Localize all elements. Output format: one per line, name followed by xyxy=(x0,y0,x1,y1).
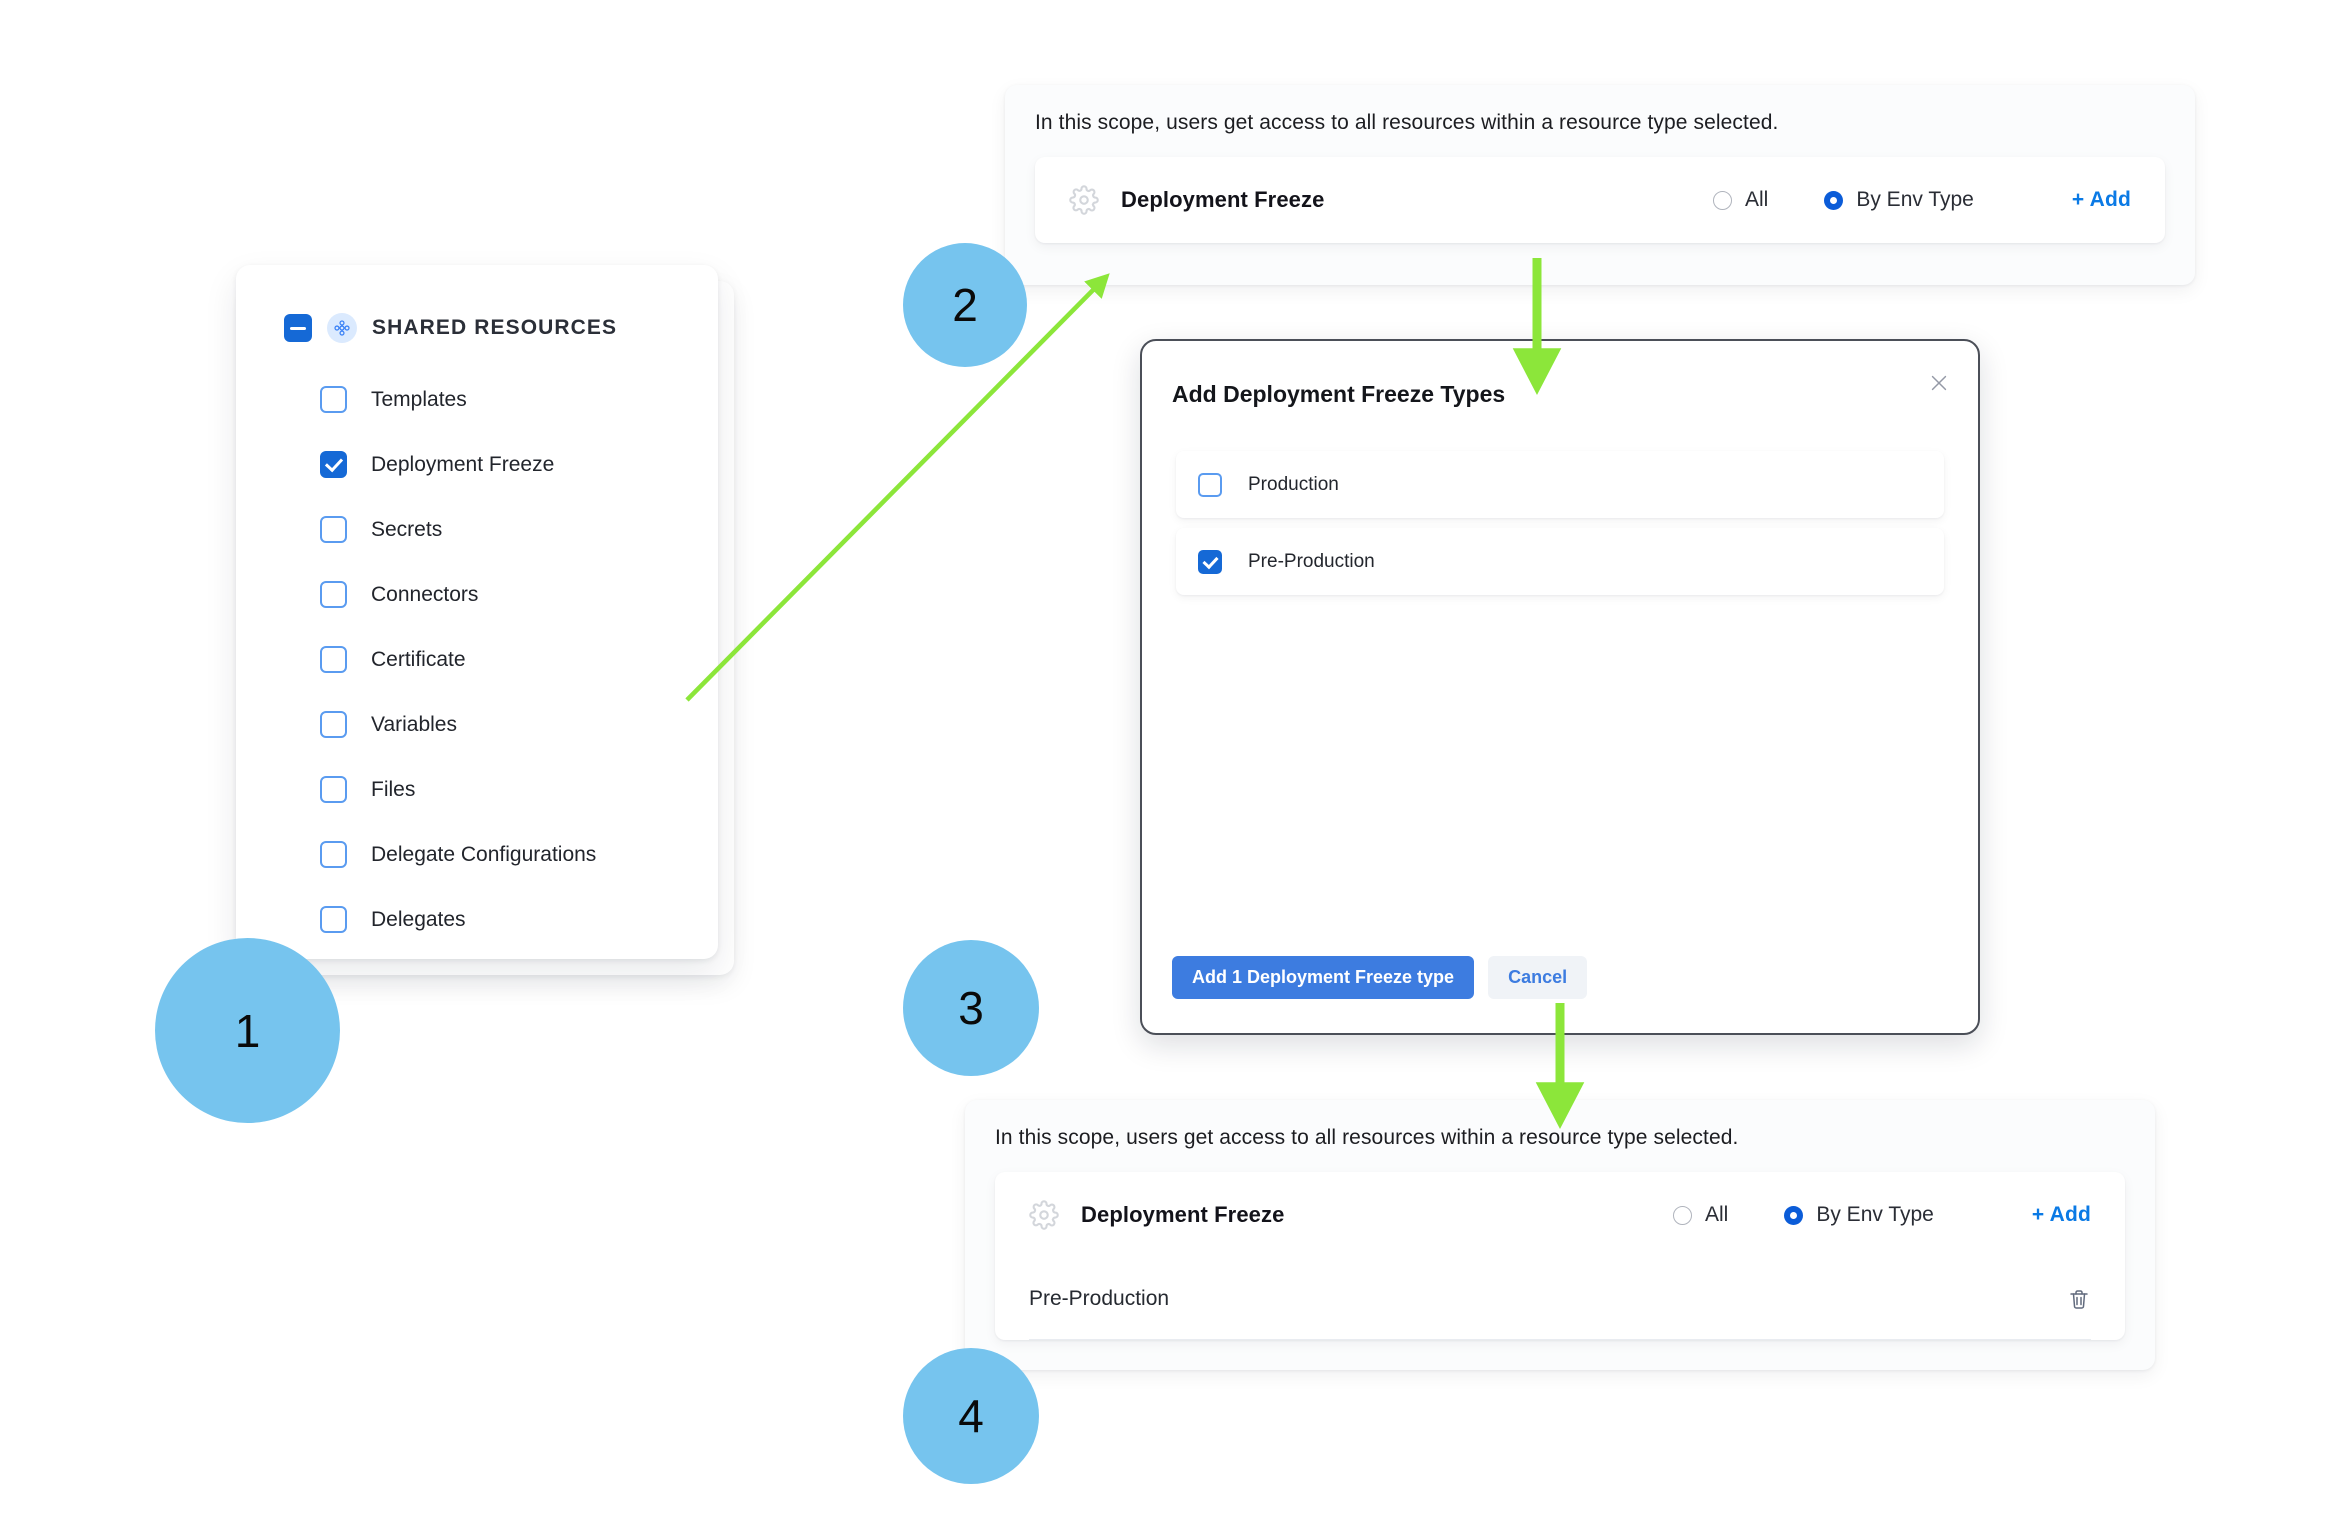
list-item-label: Templates xyxy=(371,387,467,411)
modal-title: Add Deployment Freeze Types xyxy=(1172,381,1506,407)
checkbox-certificate[interactable] xyxy=(320,646,347,673)
checkbox-variables[interactable] xyxy=(320,711,347,738)
list-item-label: Delegates xyxy=(371,907,466,931)
arrow-step1-to-step2 xyxy=(685,273,1110,702)
add-deployment-freeze-types-modal: Add Deployment Freeze Types Production P… xyxy=(1140,339,1980,1035)
list-item-label: Connectors xyxy=(371,582,479,606)
list-item-label: Secrets xyxy=(371,517,443,541)
shared-resources-header[interactable]: SHARED RESOURCES xyxy=(236,265,718,343)
resource-type-row: Deployment Freeze All By Env Type + Add xyxy=(1069,157,2131,243)
shared-resources-node-icon xyxy=(327,313,357,343)
step-badge-1: 1 xyxy=(155,938,340,1123)
list-item[interactable]: Connectors xyxy=(236,562,718,627)
checkbox-templates[interactable] xyxy=(320,386,347,413)
scope-note: In this scope, users get access to all r… xyxy=(995,1126,1739,1149)
trash-icon[interactable] xyxy=(2067,1287,2091,1311)
checkbox-delegate-configurations[interactable] xyxy=(320,841,347,868)
list-item-label: Variables xyxy=(371,712,457,736)
close-icon[interactable] xyxy=(1922,366,1956,400)
cancel-button[interactable]: Cancel xyxy=(1488,956,1588,999)
resource-type-title: Deployment Freeze xyxy=(1081,1202,1285,1227)
list-item[interactable]: Secrets xyxy=(236,497,718,562)
scope-panel-before: In this scope, users get access to all r… xyxy=(1005,85,2195,285)
shared-resources-checkbox[interactable] xyxy=(284,314,312,342)
freeze-type-options: Production Pre-Production xyxy=(1176,451,1944,595)
resource-type-title: Deployment Freeze xyxy=(1121,187,1325,212)
checkbox-pre-production[interactable] xyxy=(1198,549,1222,574)
checkbox-files[interactable] xyxy=(320,776,347,803)
resource-type-card: Deployment Freeze All By Env Type + Add … xyxy=(995,1172,2125,1340)
radio-all-label: All xyxy=(1705,1203,1729,1226)
list-item[interactable]: Pre-Production xyxy=(1176,528,1944,595)
list-item-label: Production xyxy=(1248,473,1339,495)
list-item[interactable]: Deployment Freeze xyxy=(236,432,718,497)
radio-option-by-env-type[interactable]: By Env Type xyxy=(1784,1203,1934,1227)
list-item-label: Pre-Production xyxy=(1248,550,1375,572)
gear-icon xyxy=(1029,1200,1075,1230)
shared-resources-list: Templates Deployment Freeze Secrets Conn… xyxy=(236,343,718,952)
shared-resources-label: SHARED RESOURCES xyxy=(372,316,618,339)
resource-type-card: Deployment Freeze All By Env Type + Add xyxy=(1035,157,2165,243)
checkbox-delegates[interactable] xyxy=(320,906,347,933)
scope-note: In this scope, users get access to all r… xyxy=(1035,111,1779,134)
checkbox-secrets[interactable] xyxy=(320,516,347,543)
list-item[interactable]: Delegate Configurations xyxy=(236,822,718,887)
radio-option-all[interactable]: All xyxy=(1713,188,1768,212)
env-type-label: Pre-Production xyxy=(1029,1286,1170,1310)
checkbox-production[interactable] xyxy=(1198,472,1222,497)
list-item[interactable]: Templates xyxy=(236,367,718,432)
table-row: Pre-Production xyxy=(1029,1258,2091,1340)
checkbox-connectors[interactable] xyxy=(320,581,347,608)
scope-panel-after: In this scope, users get access to all r… xyxy=(965,1100,2155,1370)
radio-option-all[interactable]: All xyxy=(1673,1203,1728,1227)
list-item[interactable]: Delegates xyxy=(236,887,718,952)
list-item-label: Files xyxy=(371,777,416,801)
radio-env-dot xyxy=(1824,190,1844,210)
step-badge-2: 2 xyxy=(903,243,1027,367)
list-item[interactable]: Certificate xyxy=(236,627,718,692)
list-item-label: Delegate Configurations xyxy=(371,842,597,866)
resource-tree-card: SHARED RESOURCES Templates Deployment Fr… xyxy=(236,265,718,959)
radio-env-label: By Env Type xyxy=(1816,1203,1934,1226)
radio-env-label: By Env Type xyxy=(1856,188,1974,211)
radio-option-by-env-type[interactable]: By Env Type xyxy=(1824,188,1974,212)
list-item[interactable]: Production xyxy=(1176,451,1944,518)
gear-icon xyxy=(1069,185,1115,215)
add-button[interactable]: + Add xyxy=(2071,188,2131,211)
list-item[interactable]: Files xyxy=(236,757,718,822)
step-badge-3: 3 xyxy=(903,940,1039,1076)
radio-all-label: All xyxy=(1745,188,1769,211)
checkbox-deployment-freeze[interactable] xyxy=(320,451,347,478)
add-freeze-type-button[interactable]: Add 1 Deployment Freeze type xyxy=(1172,956,1475,999)
radio-env-dot xyxy=(1784,1205,1804,1225)
list-item[interactable]: Variables xyxy=(236,692,718,757)
radio-all-dot xyxy=(1673,1205,1692,1225)
step-badge-4: 4 xyxy=(903,1348,1039,1484)
modal-footer: Add 1 Deployment Freeze type Cancel xyxy=(1172,956,1588,999)
resource-type-row: Deployment Freeze All By Env Type + Add xyxy=(1029,1172,2091,1258)
list-item-label: Deployment Freeze xyxy=(371,452,555,476)
list-item-label: Certificate xyxy=(371,647,466,671)
resource-type-controls: All By Env Type + Add xyxy=(1713,188,2131,212)
radio-all-dot xyxy=(1713,190,1732,210)
add-button[interactable]: + Add xyxy=(2031,1203,2091,1226)
resource-type-controls: All By Env Type + Add xyxy=(1673,1203,2091,1227)
